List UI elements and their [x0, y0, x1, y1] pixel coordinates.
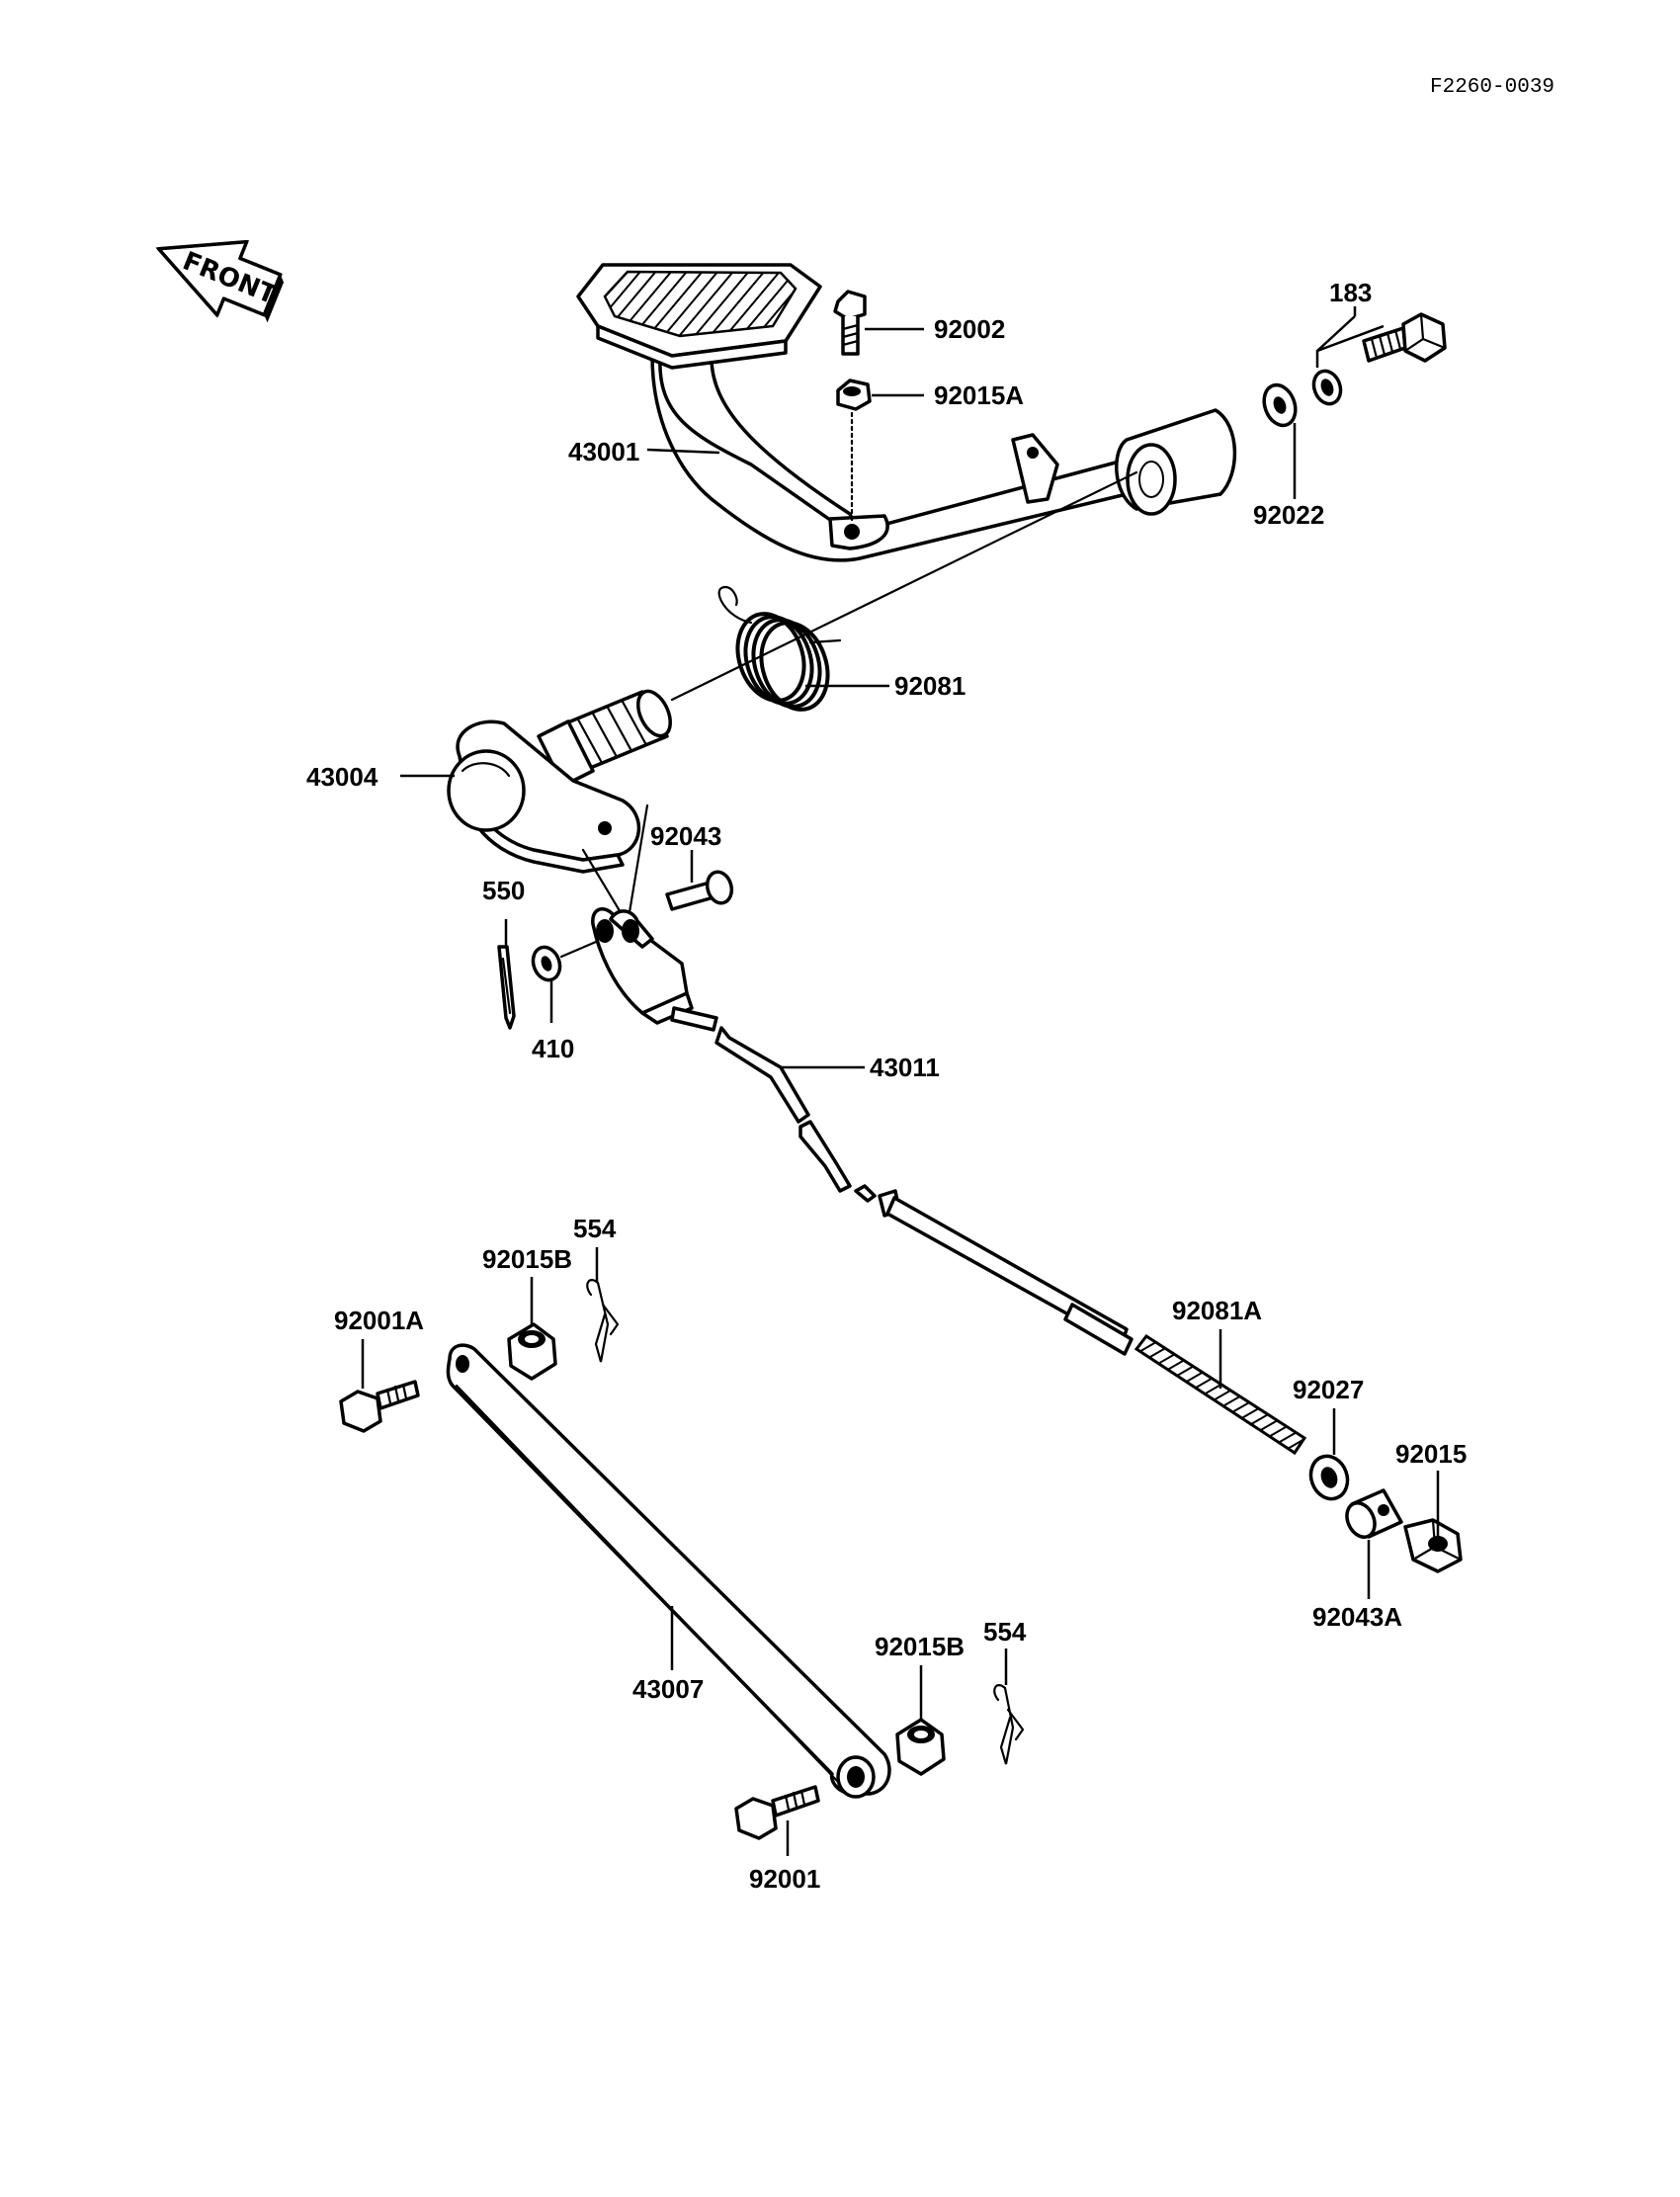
label-92022: 92022 [1253, 500, 1324, 530]
label-92043a: 92043A [1312, 1602, 1402, 1632]
bolt-92001a-part [339, 1380, 420, 1433]
washer-92022-part [1262, 382, 1298, 428]
label-92081a: 92081A [1172, 1296, 1262, 1325]
label-43004: 43004 [306, 762, 378, 792]
leader-43001 [646, 448, 720, 455]
front-arrow-icon: FRONT [155, 239, 285, 323]
label-92081: 92081 [894, 671, 966, 701]
label-554-upper: 554 [573, 1214, 617, 1243]
label-554-lower: 554 [983, 1617, 1027, 1647]
clip-554-lower-part [993, 1684, 1025, 1765]
assembly-axis-line [670, 470, 1138, 702]
collar-nut-92015b-lower-part [895, 1718, 946, 1776]
label-92015b-upper: 92015B [482, 1244, 572, 1274]
label-43011: 43011 [870, 1053, 940, 1082]
label-43007: 43007 [632, 1674, 704, 1704]
label-92015b-lower: 92015B [875, 1632, 965, 1661]
bolt-92001-part [734, 1785, 820, 1840]
label-92015: 92015 [1395, 1439, 1467, 1469]
label-92015a: 92015A [934, 380, 1024, 410]
cotter-pin-550-part [497, 945, 516, 1030]
label-550: 550 [482, 876, 525, 905]
washer-92027-part [1308, 1454, 1350, 1501]
brake-pedal-part [576, 263, 1237, 562]
bolt-92002-part [833, 290, 867, 356]
link-rod-43007-part [446, 1343, 891, 1799]
spring-92081a-part [1134, 1333, 1307, 1456]
joint-pin-92043a-part [1345, 1488, 1403, 1539]
bracket-183 [1315, 315, 1385, 368]
nut-92015-part [1403, 1518, 1463, 1573]
shaft-lever-43004-part [447, 689, 672, 874]
washer-410-part [531, 945, 562, 982]
brake-rod-43011-part [591, 907, 1134, 1356]
label-92001: 92001 [749, 1864, 820, 1894]
bolt-183-part [1362, 312, 1447, 363]
spring-92081-part [717, 585, 842, 712]
lock-washer-183-part [1311, 369, 1343, 406]
diagram-code: F2260-0039 [1430, 76, 1554, 99]
label-92027: 92027 [1293, 1375, 1364, 1404]
nut-92015a-part [836, 379, 872, 411]
clip-554-upper-part [586, 1279, 620, 1363]
label-92043: 92043 [650, 821, 721, 851]
label-92002: 92002 [934, 314, 1005, 344]
label-183: 183 [1329, 278, 1372, 307]
label-43001: 43001 [568, 437, 639, 466]
label-410: 410 [532, 1034, 574, 1063]
pin-92043-part [665, 870, 734, 911]
collar-nut-92015b-upper-part [507, 1322, 557, 1381]
label-92001a: 92001A [334, 1306, 424, 1335]
